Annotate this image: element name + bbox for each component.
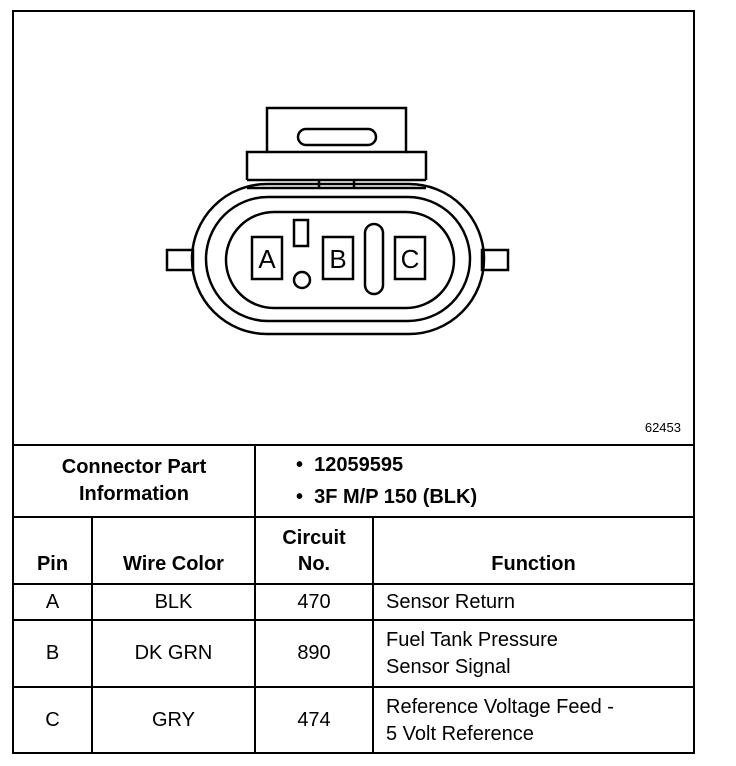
header-row: Pin Wire Color Circuit No. Function (14, 516, 693, 585)
tab-base (245, 150, 428, 180)
key-slot (292, 218, 310, 248)
connector-figure: A B C 62453 (14, 12, 693, 444)
bullet-item: • 12059595 (296, 454, 404, 476)
table-row: C GRY 474 Reference Voltage Feed - 5 Vol… (14, 686, 693, 753)
connector-table: Connector Part Information • 12059595 • … (14, 444, 693, 753)
pin-label-c: C (401, 244, 420, 274)
header-circuit: Circuit No. (254, 516, 374, 585)
inner-housing (204, 195, 472, 323)
connector-info-bullets: • 12059595 • 3F M/P 150 (BLK) (254, 444, 693, 518)
pin-cavity-c (393, 235, 427, 281)
figure-id: 62453 (644, 420, 681, 435)
pin-label-b: B (329, 244, 346, 274)
bullet-item: • 3F M/P 150 (BLK) (296, 486, 478, 508)
connector-diagram-frame: A B C 62453 Connector Part Information •… (12, 10, 695, 754)
connector-info-row: Connector Part Information • 12059595 • … (14, 444, 693, 518)
left-ear (165, 248, 195, 272)
face-housing (224, 210, 456, 310)
outer-housing (190, 182, 486, 336)
lock-slot (296, 127, 378, 147)
header-wire-color: Wire Color (91, 516, 256, 585)
divider-rib (363, 222, 385, 296)
header-function: Function (372, 516, 693, 585)
header-pin: Pin (14, 516, 93, 585)
table-row: B DK GRN 890 Fuel Tank Pressure Sensor S… (14, 619, 693, 688)
connector-drawing: A B C (165, 106, 510, 336)
key-hole (292, 270, 312, 290)
right-ear (480, 248, 510, 272)
pin-cavity-a (250, 235, 284, 281)
connector-info-label: Connector Part Information (14, 444, 256, 518)
pin-cavity-b (321, 235, 355, 281)
pin-label-a: A (258, 244, 276, 274)
table-row: A BLK 470 Sensor Return (14, 583, 693, 621)
